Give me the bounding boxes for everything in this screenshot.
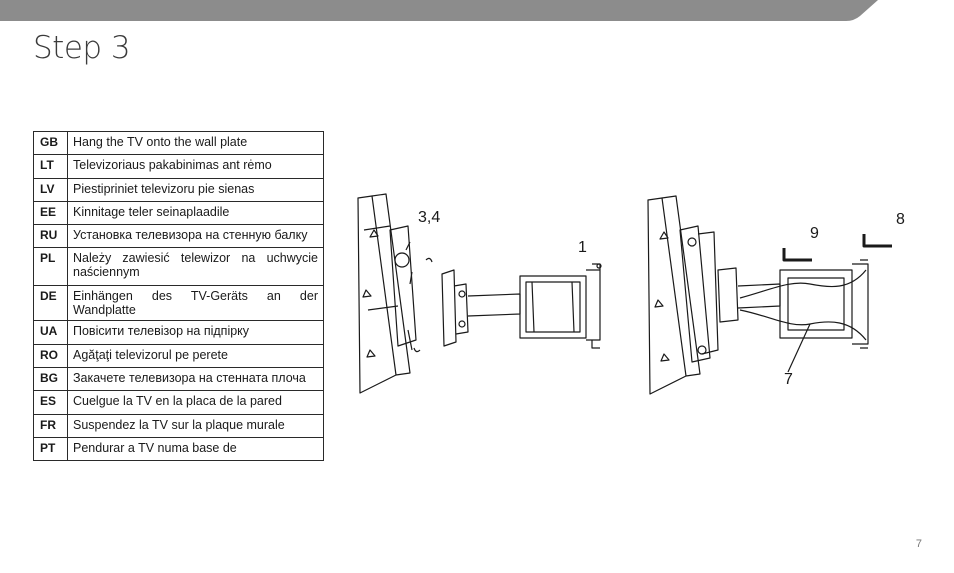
tv-bracket: [679, 225, 719, 363]
callout-label: 7: [784, 371, 793, 388]
instruction-text: Agăţaţi televizorul pe perete: [67, 343, 324, 369]
wall-arm: [717, 259, 869, 349]
allen-key-paths: [739, 269, 867, 373]
language-code: RO: [33, 343, 68, 369]
tv-bracket: [389, 225, 433, 353]
language-code: FR: [33, 413, 68, 438]
language-code: DE: [33, 285, 68, 322]
allen-key-8: [862, 234, 892, 248]
page-number: 7: [915, 538, 922, 550]
instruction-text: Piestipriniet televizoru pie sienas: [67, 177, 324, 202]
instruction-text: Einhängen des TV-Geräts an der Wandplatt…: [67, 285, 324, 322]
instruction-text: Закачете телевизора на стенната плоча: [67, 367, 324, 392]
wall-arm: [441, 263, 602, 349]
callout-label: 1: [578, 239, 587, 256]
language-code: EE: [33, 200, 68, 226]
language-code: RU: [33, 224, 68, 249]
language-code: PL: [33, 247, 68, 287]
header-band: [0, 0, 878, 21]
instruction-text: Установка телевизора на стенную балку: [67, 224, 324, 249]
language-code: LV: [33, 177, 68, 202]
language-code: PT: [33, 436, 68, 462]
language-code: ES: [33, 390, 68, 415]
instruction-text: Cuelgue la TV en la placa de la pared: [67, 390, 324, 415]
callout-label: 8: [896, 211, 905, 228]
instruction-text: Należy zawiesić telewizor na uchwycie na…: [67, 247, 324, 287]
instruction-text: Suspendez la TV sur la plaque murale: [67, 413, 324, 438]
instruction-text: Televizoriaus pakabinimas ant rėmo: [67, 154, 324, 179]
language-code: LT: [33, 154, 68, 179]
figure-tighten-screws: 9 8 7: [647, 195, 905, 395]
instruction-text: Pendurar a TV numa base de: [67, 436, 324, 462]
header-band-shape: [0, 0, 878, 21]
callout-label: 3,4: [418, 209, 440, 226]
language-code: BG: [33, 367, 68, 392]
instruction-text: Kinnitage teler seinaplaadile: [67, 200, 324, 226]
figure-hang-tv: 3,4 1: [357, 193, 602, 394]
language-code: UA: [33, 320, 68, 345]
page-title: Step 3: [33, 30, 131, 66]
instruction-text: Повісити телевізор на підпірку: [67, 320, 324, 345]
tv-panel: [357, 193, 411, 394]
language-code: GB: [33, 130, 68, 156]
callout-label: 9: [810, 225, 819, 242]
instruction-text: Hang the TV onto the wall plate: [67, 130, 324, 156]
allen-key-9: [782, 248, 812, 262]
tv-panel: [647, 195, 701, 395]
